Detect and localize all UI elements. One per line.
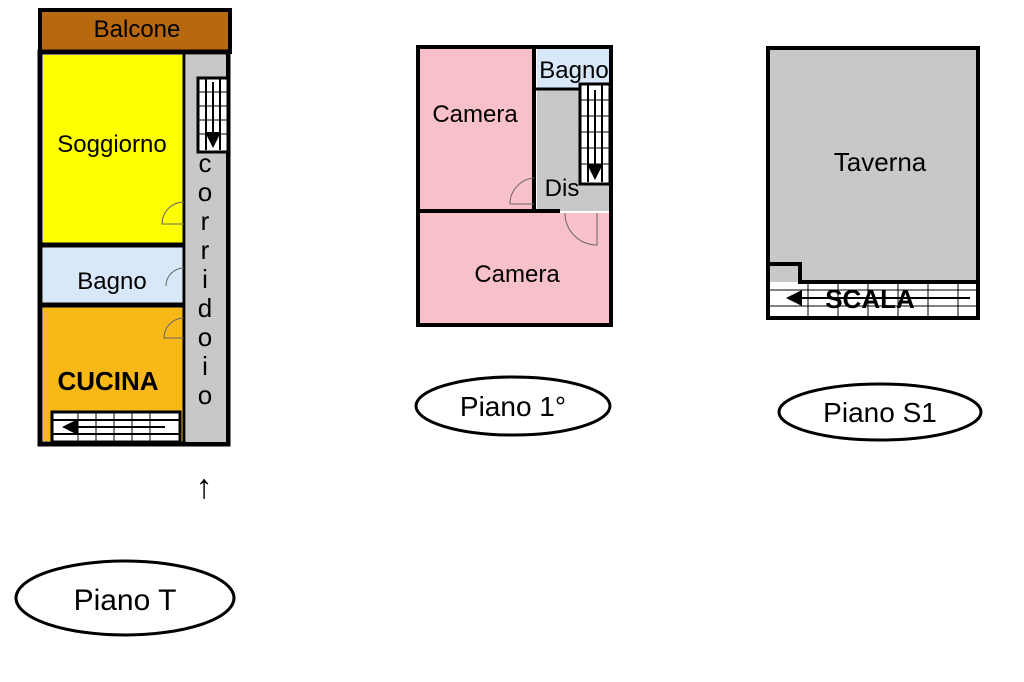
corridor-letter: o bbox=[198, 177, 212, 207]
basement-stair-wall bbox=[768, 262, 978, 284]
first-floor-caption-ellipse bbox=[414, 375, 612, 437]
ground-outer-wall bbox=[37, 49, 231, 447]
tavern-label: Taverna bbox=[834, 147, 927, 177]
first-bedroom-top-label: Camera bbox=[432, 101, 518, 128]
first-floor-plan: Bagno Camera Dis Camera Piano 1° bbox=[414, 45, 613, 437]
first-bath-area bbox=[537, 49, 609, 89]
corridor-letter: o bbox=[198, 380, 212, 410]
first-door-swings bbox=[509, 177, 598, 246]
corridor-letter: r bbox=[201, 235, 210, 265]
first-landing-label: Dis bbox=[545, 175, 580, 202]
kitchen-label: CUCINA bbox=[57, 366, 158, 396]
basement-caption: Piano S1 bbox=[823, 397, 937, 428]
first-bedroom-top-area bbox=[419, 49, 533, 209]
living-room-label: Soggiorno bbox=[57, 131, 166, 158]
basement-outer-wall bbox=[766, 46, 980, 320]
first-floor-stairs-icon bbox=[578, 82, 612, 186]
ground-bath-label: Bagno bbox=[77, 268, 146, 295]
ground-floor-caption-ellipse bbox=[14, 559, 236, 637]
first-bedroom-bottom-area bbox=[419, 213, 609, 324]
living-room-area bbox=[43, 55, 183, 243]
basement-stairs-label: SCALA bbox=[825, 284, 915, 314]
corridor-letter: c bbox=[199, 148, 212, 178]
corridor-letter: d bbox=[198, 293, 212, 323]
corridor-letter: r bbox=[201, 206, 210, 236]
first-bedroom-bottom-label: Camera bbox=[474, 261, 560, 288]
ground-floor-caption: Piano T bbox=[74, 584, 177, 617]
basement-stairs-icon bbox=[770, 282, 976, 316]
basement-plan: Taverna SCALA Piano S1 bbox=[766, 46, 983, 442]
ground-door-swings bbox=[161, 201, 185, 339]
corridor-letter: i bbox=[202, 264, 208, 294]
balcony-label: Balcone bbox=[94, 16, 181, 43]
corridor-stairs-icon bbox=[196, 76, 230, 154]
first-floor-caption: Piano 1° bbox=[460, 391, 566, 422]
first-bath-label: Bagno bbox=[539, 57, 608, 84]
first-outer-wall bbox=[416, 45, 613, 327]
basement-caption-ellipse bbox=[777, 382, 983, 442]
corridor-letter: i bbox=[202, 351, 208, 381]
kitchen-stairs-icon bbox=[50, 410, 182, 444]
entrance-arrow-icon: ↑ bbox=[196, 468, 213, 506]
ground-bath-area bbox=[43, 247, 183, 303]
corridor-letter: o bbox=[198, 322, 212, 352]
tavern-area bbox=[770, 50, 976, 282]
